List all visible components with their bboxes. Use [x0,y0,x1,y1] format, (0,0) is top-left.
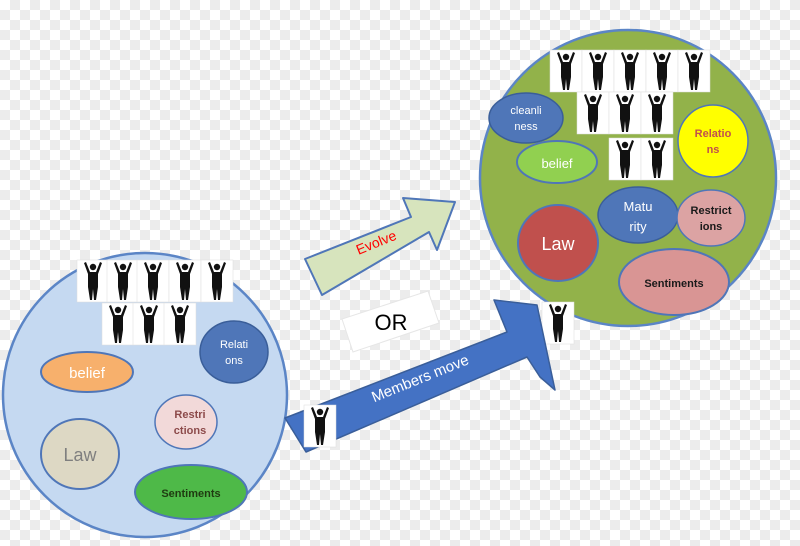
member-figure [576,91,610,135]
right-maturity-label-1: Matu [624,199,653,214]
member-figure [136,259,170,303]
right-relations-label-2: ns [707,144,720,156]
right-cleanliness-label-2: ness [514,121,538,133]
left-sentiments-label: Sentiments [161,488,220,500]
member-figure [163,302,197,346]
member-figure [613,49,647,93]
right-belief-label: belief [541,156,572,171]
left-belief-label: belief [69,365,106,382]
member-figure [640,137,674,181]
member-figure [168,259,202,303]
right-cleanliness-node: cleanli ness [488,92,564,144]
left-community: belief Relati ons Restri ctions Law Sent… [1,251,289,539]
right-relations-label-1: Relatio [695,128,732,140]
left-law-label: Law [63,445,97,465]
right-belief-node: belief [516,140,598,184]
left-restrictions-node: Restri ctions [154,394,218,450]
left-restrictions-label-1: Restri [174,409,205,421]
right-restrictions-label-1: Restrict [691,205,732,217]
right-maturity-node: Matu rity [597,186,679,244]
left-belief-node: belief [40,351,134,393]
member-figure [645,49,679,93]
member-figure [106,259,140,303]
right-maturity-label-2: rity [629,219,647,234]
right-relations-node: Relatio ns [677,104,749,178]
right-law-node: Law [517,204,599,282]
right-restrictions-label-2: ions [700,221,723,233]
or-box: OR [341,290,440,353]
member-figure [200,259,234,303]
member-figure [549,49,583,93]
member-figure [640,91,674,135]
left-sentiments-node: Sentiments [134,464,248,520]
member-figure [677,49,711,93]
right-sentiments-label: Sentiments [644,278,703,290]
right-sentiments-node: Sentiments [618,248,730,316]
member-figure [608,91,642,135]
left-relations-label-2: ons [225,355,243,367]
member-figure [101,302,135,346]
left-relations-node: Relati ons [199,320,269,384]
or-label: OR [375,310,408,335]
moving-member-figure [303,404,337,448]
member-figure [541,301,575,345]
member-figure [608,137,642,181]
left-restrictions-label-2: ctions [174,425,206,437]
member-figure [132,302,166,346]
right-cleanliness-label-1: cleanli [510,105,541,117]
member-figure [581,49,615,93]
right-law-label: Law [541,234,575,254]
right-restrictions-node: Restrict ions [676,189,746,247]
member-figure [76,259,110,303]
evolve-arrow: Evolve [304,197,456,296]
left-relations-label-1: Relati [220,339,248,351]
left-law-node: Law [40,418,120,490]
right-community: cleanli ness belief Relatio ns Matu rity… [478,28,778,345]
